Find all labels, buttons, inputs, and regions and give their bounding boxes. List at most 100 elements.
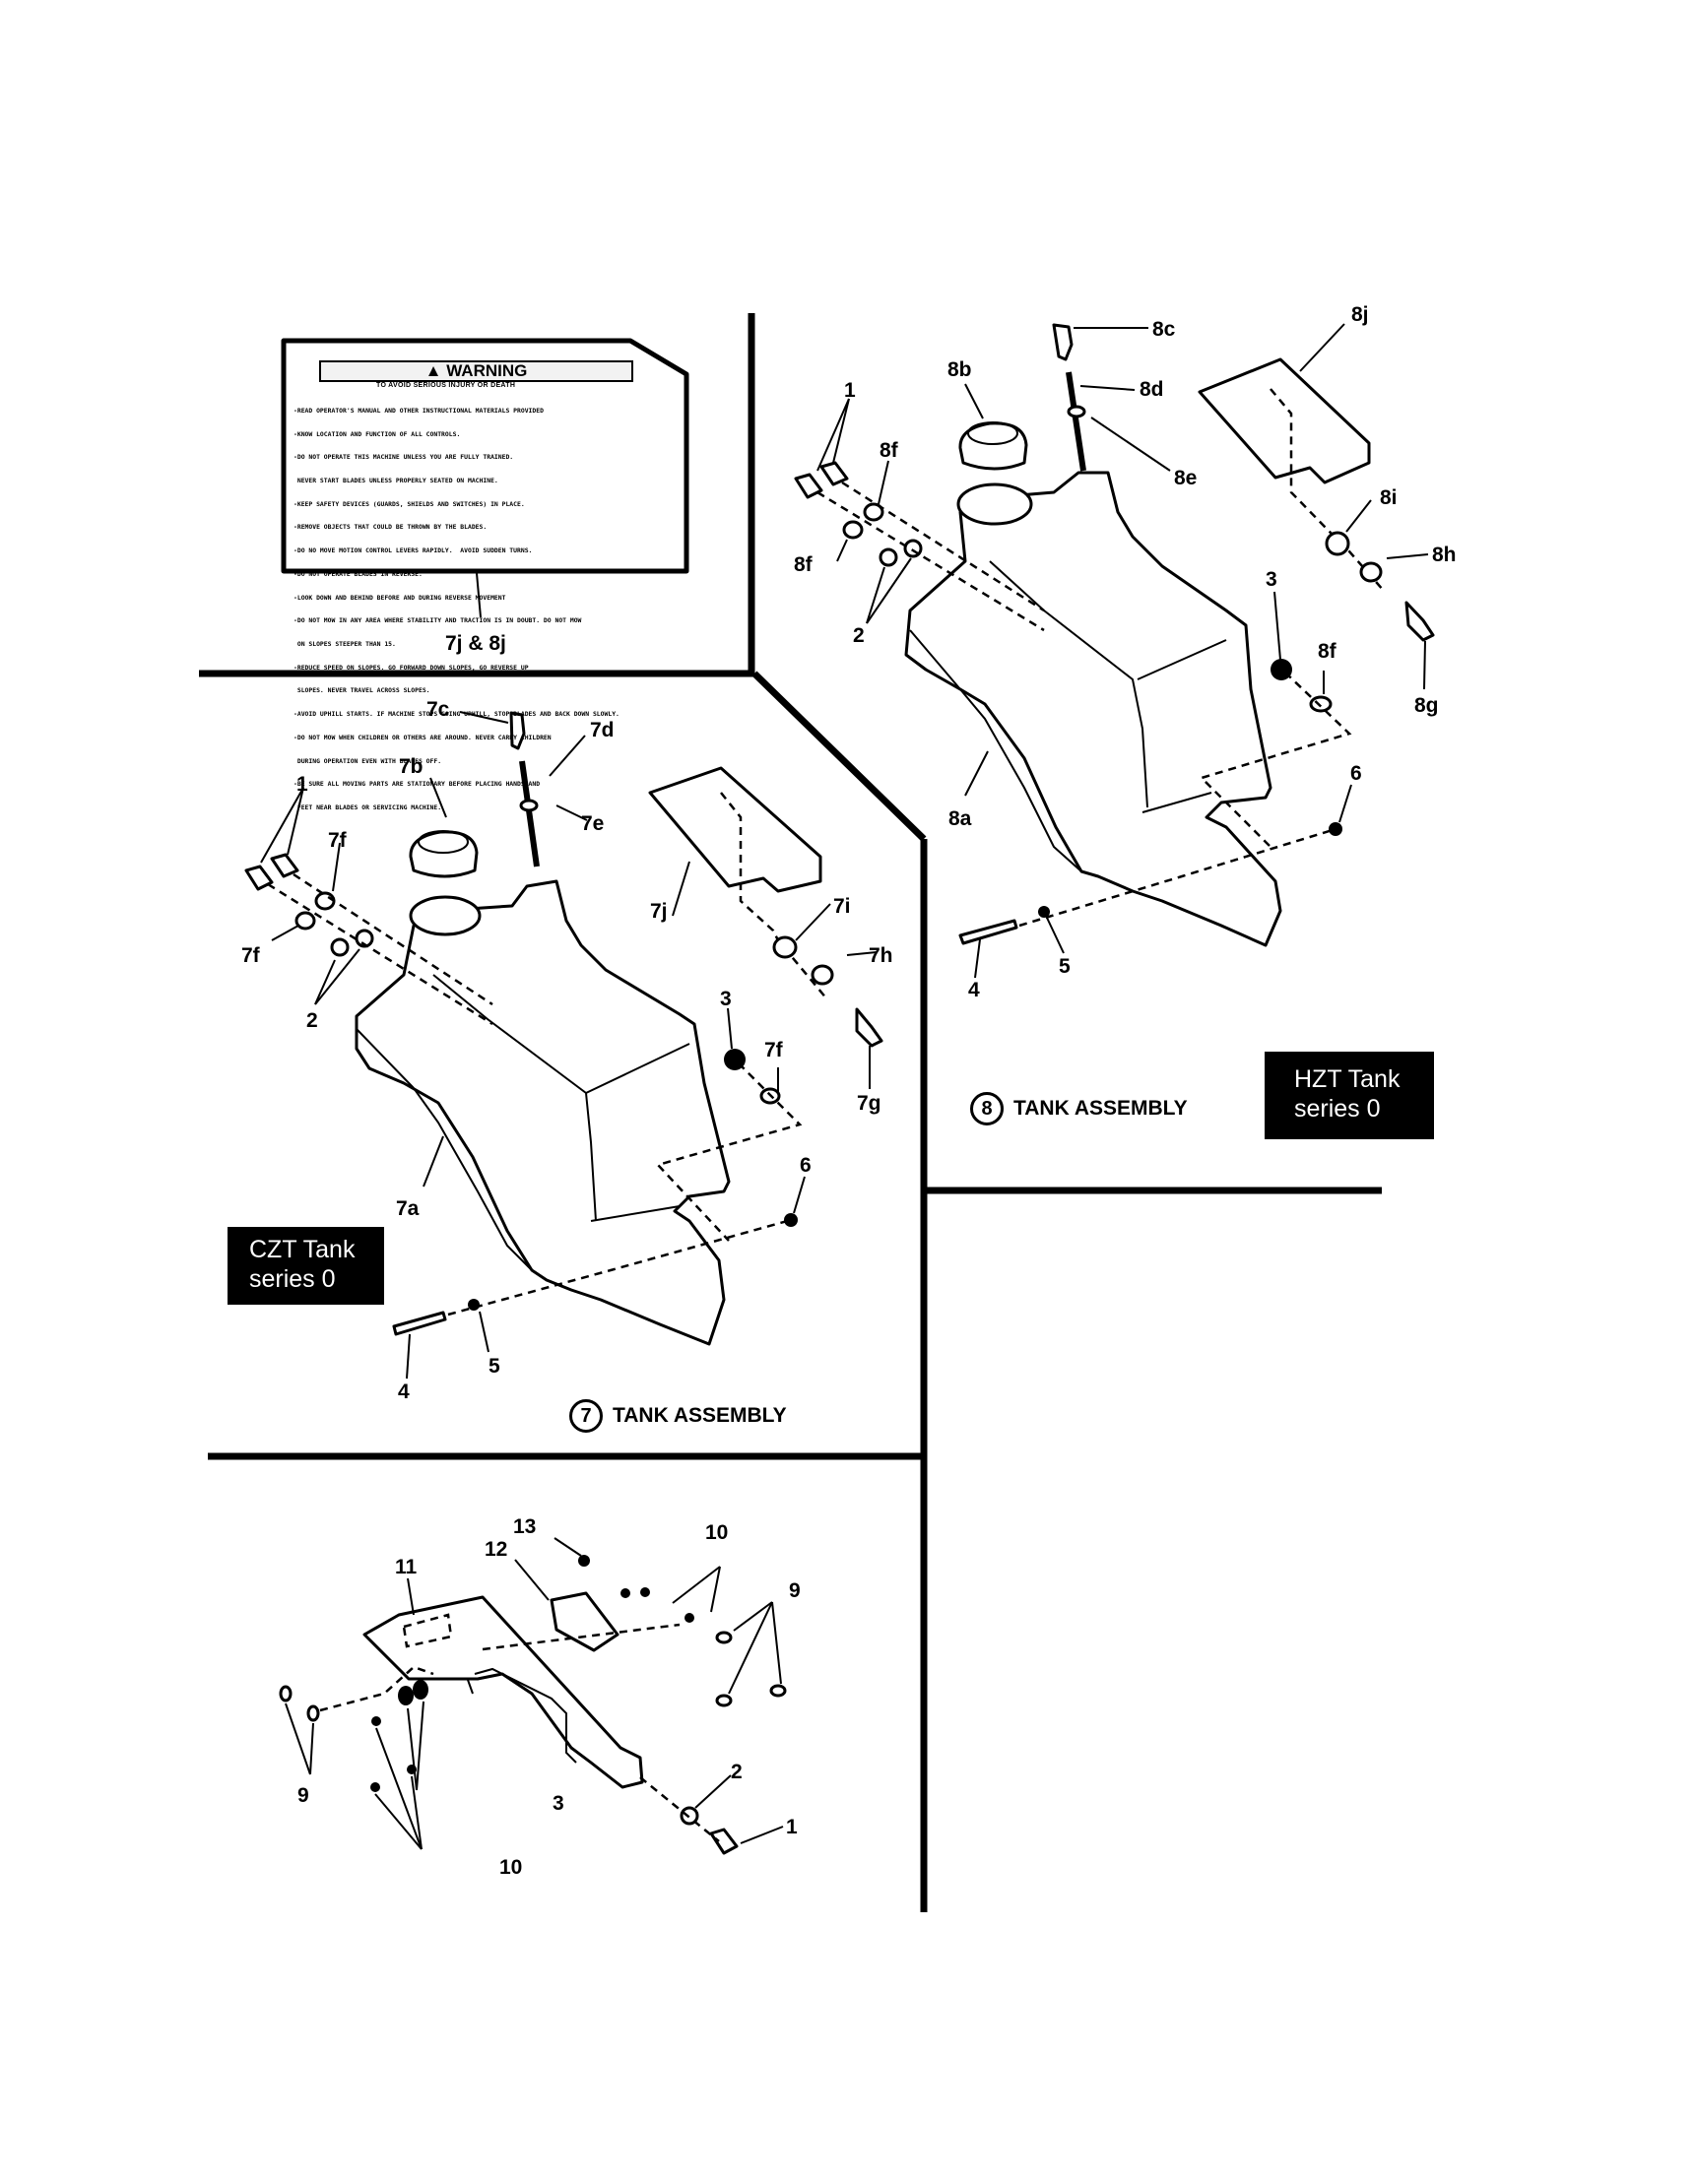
assembly-7-leaders <box>260 711 878 1380</box>
warning-line: -DO NO MOVE MOTION CONTROL LEVERS RAPIDL… <box>293 546 533 555</box>
bolt-9-r3 <box>769 1684 787 1698</box>
callout-8c: 8c <box>1152 318 1176 341</box>
grommet-7e <box>519 799 539 812</box>
warning-decal-body: ▲ WARNING TO AVOID SERIOUS INJURY OR DEA… <box>288 347 677 811</box>
assembly-7-label: TANK ASSEMBLY <box>613 1404 787 1427</box>
callout-7a: 7a <box>396 1197 420 1220</box>
warning-line: -DO NOT MOW IN ANY AREA WHERE STABILITY … <box>293 616 582 625</box>
callout-7f-top: 7f <box>328 829 348 852</box>
bracket-7j <box>648 766 822 893</box>
callout-bracket-2: 2 <box>731 1761 743 1783</box>
callout-8b: 8b <box>947 358 972 381</box>
bracket-11-slot <box>402 1613 453 1648</box>
callout-7e: 7e <box>581 812 604 835</box>
callout-7-4: 4 <box>398 1381 410 1403</box>
assembly-8-leaders <box>816 323 1429 979</box>
hzt-badge-line2: series 0 <box>1294 1095 1381 1123</box>
callout-8-2: 2 <box>853 624 865 647</box>
callout-12: 12 <box>485 1538 507 1561</box>
assembly-8-dash-bottom <box>1018 827 1336 928</box>
spacer-8f-top <box>863 502 884 522</box>
warning-line: -KNOW LOCATION AND FUNCTION OF ALL CONTR… <box>293 429 461 438</box>
warning-line: -DO NOT OPERATE BLADES IN REVERSE. <box>293 569 423 578</box>
tank-7-edge <box>356 974 690 1271</box>
warning-line: -DO NOT MOW WHEN CHILDREN OR OTHERS ARE … <box>293 733 552 741</box>
czt-badge-line1: CZT Tank <box>249 1236 356 1263</box>
warning-subtitle: TO AVOID SERIOUS INJURY OR DEATH <box>376 382 516 389</box>
callout-8-1: 1 <box>844 379 856 402</box>
warning-triangle-icon: ▲ <box>424 361 442 380</box>
decal-leader <box>476 572 482 618</box>
callout-7f-left: 7f <box>241 944 261 967</box>
czt-series-badge: CZT Tank series 0 <box>228 1227 384 1305</box>
warning-decal-outline <box>281 338 689 574</box>
washer-2-b <box>680 1806 699 1826</box>
callout-10-top: 10 <box>705 1521 728 1544</box>
callout-7f-right: 7f <box>764 1039 784 1061</box>
fuel-cap-7b-top <box>418 830 469 854</box>
assembly-8-label: TANK ASSEMBLY <box>1013 1097 1188 1120</box>
callout-8-4: 4 <box>968 979 980 1001</box>
nut-7h <box>811 964 834 986</box>
warning-line: SLOPES. NEVER TRAVEL ACROSS SLOPES. <box>293 686 430 695</box>
callout-7g: 7g <box>857 1092 881 1115</box>
callout-8-3: 3 <box>1266 568 1277 591</box>
spacer-7f-top <box>314 891 336 911</box>
fuel-line-8d <box>1066 371 1086 472</box>
callout-8f-left: 8f <box>794 553 814 576</box>
nut-10-d <box>371 1716 381 1726</box>
assembly-7-dash-left <box>267 872 493 1026</box>
washer-5-7 <box>468 1299 480 1311</box>
nut-10-a <box>620 1588 630 1598</box>
callout-13: 13 <box>513 1515 536 1538</box>
fuel-line-7d <box>519 760 540 867</box>
callout-7j-8j: 7j & 8j <box>445 632 506 655</box>
spacer-7f-left <box>294 911 316 931</box>
callout-8f-top: 8f <box>880 439 899 462</box>
callout-bracket-3: 3 <box>553 1792 564 1815</box>
fitting-8c <box>1052 323 1074 361</box>
warning-line: ON SLOPES STEEPER THAN 15. <box>293 640 396 648</box>
washer-2-7a <box>330 937 350 957</box>
tank-8-filler-neck <box>956 482 1033 526</box>
callout-7c: 7c <box>426 698 450 721</box>
callout-7j: 7j <box>650 900 668 923</box>
callout-8h: 8h <box>1432 544 1457 566</box>
assembly-8-number: 8 <box>970 1092 1004 1125</box>
callout-7-3: 3 <box>720 988 732 1010</box>
warning-line: NEVER START BLADES UNLESS PROPERLY SEATE… <box>293 476 498 484</box>
assembly-8-dash-right <box>1199 672 1352 848</box>
callout-7-5: 5 <box>489 1355 500 1378</box>
tank-7-filler-neck <box>409 895 482 936</box>
warning-line: -REMOVE OBJECTS THAT COULD BE THROWN BY … <box>293 523 488 532</box>
clip-6-8 <box>1329 822 1342 836</box>
bolt-8g <box>1404 601 1435 642</box>
callout-9-right: 9 <box>789 1579 801 1602</box>
callout-7b: 7b <box>399 755 424 778</box>
warning-line: -LOOK DOWN AND BEHIND BEFORE AND DURING … <box>293 593 506 602</box>
bolt-9-r2 <box>715 1694 733 1707</box>
clip-6-7 <box>784 1213 798 1227</box>
callout-7h: 7h <box>869 944 893 967</box>
nut-10-c <box>685 1613 694 1623</box>
assembly-7-dash-bottom <box>447 1218 792 1317</box>
assembly-8-drawing <box>794 323 1435 979</box>
nut-10-b <box>640 1587 650 1597</box>
tank-8-edge <box>909 560 1227 872</box>
callout-8f-right: 8f <box>1318 640 1337 663</box>
warning-line: -BE SURE ALL MOVING PARTS ARE STATIONARY… <box>293 780 541 789</box>
hzt-badge-line1: HZT Tank <box>1294 1065 1401 1093</box>
callout-7-6: 6 <box>800 1154 812 1177</box>
callout-8-5: 5 <box>1059 955 1071 978</box>
callout-7-2: 2 <box>306 1009 318 1032</box>
assembly-8-dash-left <box>816 481 1045 632</box>
warning-line: DURING OPERATION EVEN WITH BLADES OFF. <box>293 756 442 765</box>
callout-8i: 8i <box>1380 486 1398 509</box>
washer-2-8b <box>903 539 923 558</box>
assembly-8-title: 8 TANK ASSEMBLY <box>970 1092 1188 1125</box>
bracket-12 <box>550 1591 619 1652</box>
callout-8j: 8j <box>1351 303 1369 326</box>
washer-3-b <box>413 1680 428 1700</box>
callout-7d: 7d <box>590 719 615 741</box>
warning-line: -READ OPERATOR'S MANUAL AND OTHER INSTRU… <box>293 406 544 415</box>
